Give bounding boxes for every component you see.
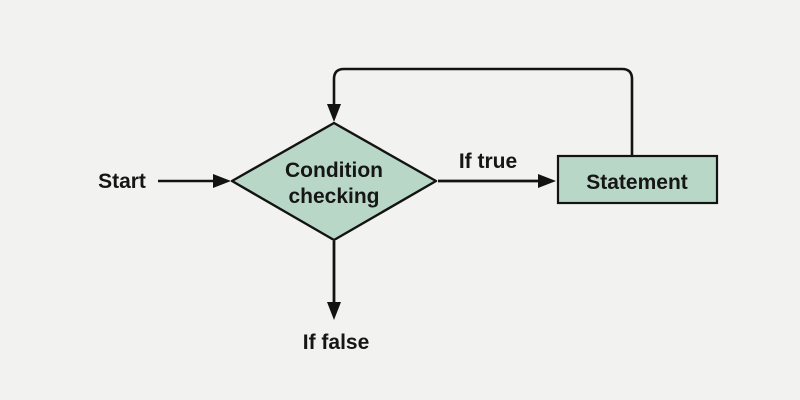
start-label: Start [98,170,146,193]
statement-label: Statement [586,171,688,194]
if-false-label: If false [303,331,370,354]
if-true-label: If true [459,150,517,173]
condition-label-line1: Condition [285,159,383,182]
if-true-arrowhead-icon [538,174,556,188]
statement-box [556,154,719,205]
condition-diamond [230,121,438,242]
loop-arrowhead-icon [327,104,341,122]
condition-label-line2: checking [288,185,379,208]
loop-back-connector [332,67,634,155]
if-false-arrowhead-icon [327,302,341,320]
start-arrowhead-icon [213,174,231,188]
